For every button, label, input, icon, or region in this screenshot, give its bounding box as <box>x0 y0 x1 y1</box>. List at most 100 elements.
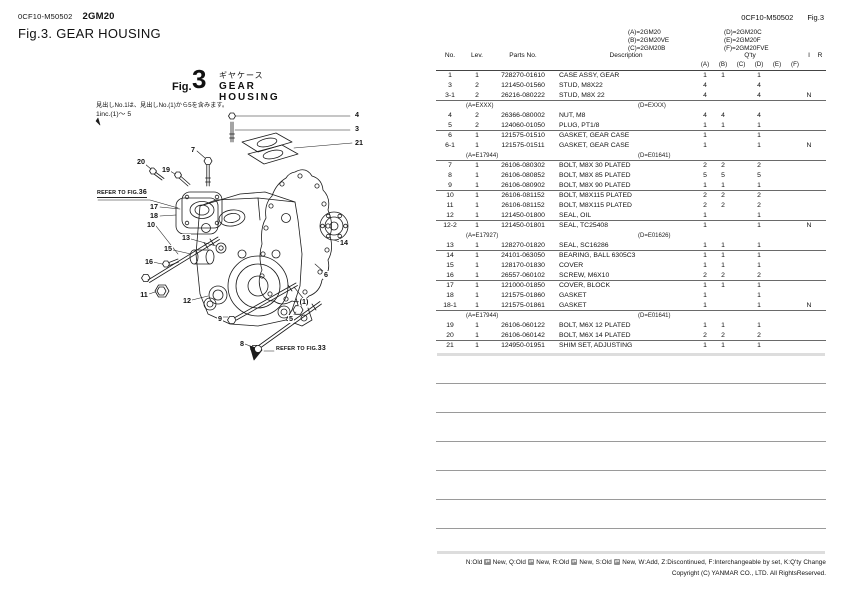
col-i: I <box>808 52 810 59</box>
legend-item: (A)=2GM20 <box>628 29 661 36</box>
col-part: Parts No. <box>509 52 537 59</box>
qty-col-d: (D) <box>754 61 764 68</box>
page-title: Fig.3. GEAR HOUSING <box>18 26 161 41</box>
qty-col-e: (E) <box>772 61 782 68</box>
legend-item: (F)=2GM20FVE <box>724 45 769 52</box>
gear-housing-illustration <box>95 112 353 361</box>
callout-3: 3 <box>354 124 360 133</box>
callout-21: 21 <box>354 138 364 147</box>
header-row-qty-letters: (A) (B) (C) (D) (E) (F) <box>436 60 826 69</box>
callout-7: 7 <box>190 145 196 154</box>
col-r: R <box>817 52 823 59</box>
empty-row-band <box>437 353 825 356</box>
callout-17: 17 <box>149 202 159 211</box>
doc-code-line: 0CF10-M50502 2GM20 <box>18 11 161 22</box>
model-legend-right: (D)=2GM20C (E)=2GM20F (F)=2GM20FVE <box>724 29 820 53</box>
drain-plug-drawing <box>249 345 263 361</box>
copyright: Copyright (C) YANMAR CO., LTD. All Right… <box>671 570 826 577</box>
callout-19: 19 <box>161 165 171 174</box>
interchange-note-row: (A=EXXX)(D=EXXX) <box>466 103 666 109</box>
bearing-drawing <box>319 211 349 241</box>
interchange-note-row: (A=E17944)(D=E01641) <box>436 151 826 161</box>
footer-legend: N:Old⇄New, Q:Old⇄New, R:Old⇄New, S:Old⇄N… <box>465 559 826 566</box>
callout-6: 6 <box>323 270 329 279</box>
model-legend: (A)=2GM20 (B)=2GM20VE (C)=2GM20B (D)=2GM… <box>628 29 826 53</box>
callout-13: 13 <box>181 233 191 242</box>
qty-col-c: (C) <box>736 61 746 68</box>
callout-16: 16 <box>144 257 154 266</box>
qty-col-f: (F) <box>791 61 799 68</box>
col-qty: Q'ty <box>744 52 756 59</box>
interchange-note-row: (A=E17927)(D=E01626) <box>466 233 671 239</box>
model-legend-left: (A)=2GM20 (B)=2GM20VE (C)=2GM20B <box>628 29 724 53</box>
refer-to-fig33-note: REFER TO FIG.33 <box>276 345 326 352</box>
interchange-note-row: (A=E17944)(D=E01641) <box>466 313 671 319</box>
parts-table-header: No. Lev. Parts No. Description Q'ty I R … <box>436 52 826 71</box>
callout-10: 10 <box>146 220 156 229</box>
gasket-outline-drawing <box>258 169 332 305</box>
inclusion-note-en: 1inc.(1)〜 5 <box>96 111 132 118</box>
legend-item: (C)=2GM20B <box>628 45 666 52</box>
callout-1: (1) <box>298 297 310 306</box>
legend-item: (E)=2GM20F <box>724 37 761 44</box>
doc-code-right: 0CF10-M50502 <box>741 13 794 22</box>
qty-col-a: (A) <box>700 61 710 68</box>
figure-title-ja: ギヤケース <box>219 71 264 80</box>
callout-12: 12 <box>182 296 192 305</box>
callout-11: 11 <box>139 290 149 299</box>
empty-row-line <box>436 499 826 500</box>
callout-20: 20 <box>136 157 146 166</box>
callout-14: 14 <box>339 238 349 247</box>
callout-15: 15 <box>163 244 173 253</box>
empty-row-line <box>436 528 826 529</box>
old-new-arrow-icon: ⇄ <box>484 559 491 565</box>
qty-col-b: (B) <box>718 61 728 68</box>
old-new-arrow-icon: ⇄ <box>527 559 535 565</box>
fig-number-right: Fig.3 <box>807 13 824 22</box>
fig-number: 3 <box>192 64 207 94</box>
fig-prefix: Fig. <box>172 81 192 93</box>
empty-row-line <box>436 412 826 413</box>
callout-4: 4 <box>354 110 360 119</box>
model-code: 2GM20 <box>82 11 115 22</box>
callout-8: 8 <box>239 339 245 348</box>
callout-9: 9 <box>217 314 223 323</box>
header-row-main: No. Lev. Parts No. Description Q'ty I R <box>436 52 826 60</box>
old-new-arrow-icon: ⇄ <box>613 559 621 565</box>
shim-set-drawing <box>241 132 299 165</box>
exploded-diagram: Fig. 3 ギヤケース GEAR HOUSING 見出しNo.1は、見出しNo… <box>90 58 435 478</box>
fasteners-drawing <box>141 112 322 353</box>
header-left: 0CF10-M50502 2GM20 Fig.3. GEAR HOUSING <box>18 11 161 41</box>
col-lev: Lev. <box>471 52 483 59</box>
front-cover-drawing <box>175 191 223 235</box>
callout-18: 18 <box>149 211 159 220</box>
leader-lines <box>95 115 353 352</box>
legend-item: (D)=2GM20C <box>724 29 762 36</box>
parts-table: No. Lev. Parts No. Description Q'ty I R … <box>436 52 826 351</box>
refer-to-fig36-note: REFER TO FIG.36 <box>97 189 147 198</box>
col-desc: Description <box>609 52 643 59</box>
doc-code: 0CF10-M50502 <box>18 12 73 21</box>
callout-5: 5 <box>288 314 294 323</box>
